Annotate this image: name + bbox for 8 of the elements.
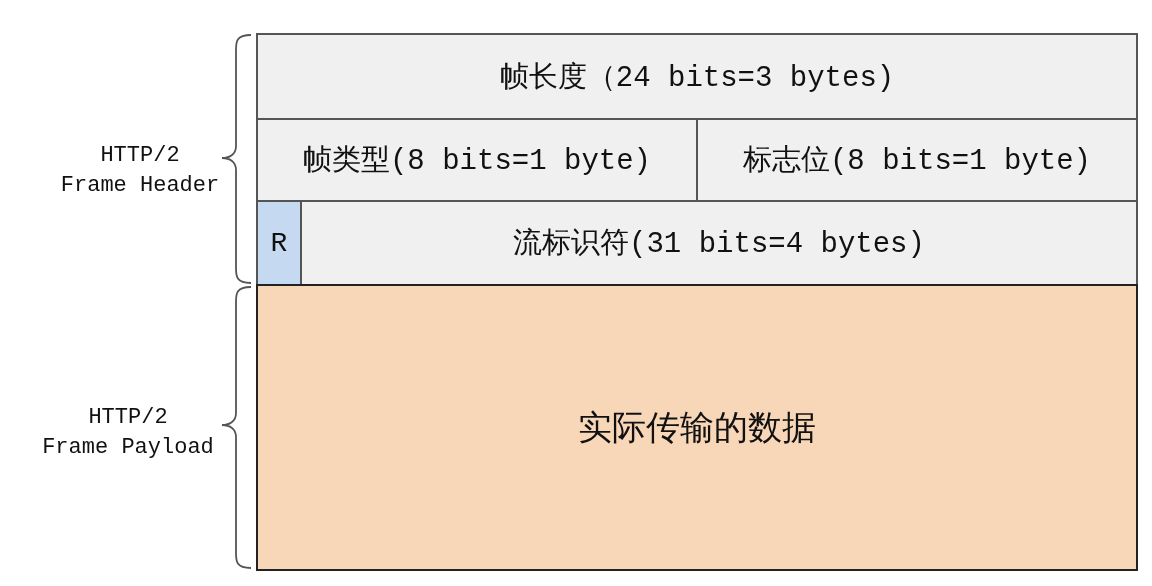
- brace-label: HTTP/2 Frame Header: [59, 142, 221, 200]
- stream-id-field: 流标识符(31 bits=4 bytes): [300, 200, 1138, 286]
- brace-label: HTTP/2 Frame Payload: [41, 404, 215, 462]
- payload-area: 实际传输的数据: [256, 284, 1138, 571]
- frame-type-field: 帧类型(8 bits=1 byte): [256, 118, 698, 202]
- frame-length-field: 帧长度（24 bits=3 bytes): [256, 33, 1138, 120]
- reserved-bit-field: R: [256, 200, 302, 286]
- flags-field: 标志位(8 bits=1 byte): [696, 118, 1138, 202]
